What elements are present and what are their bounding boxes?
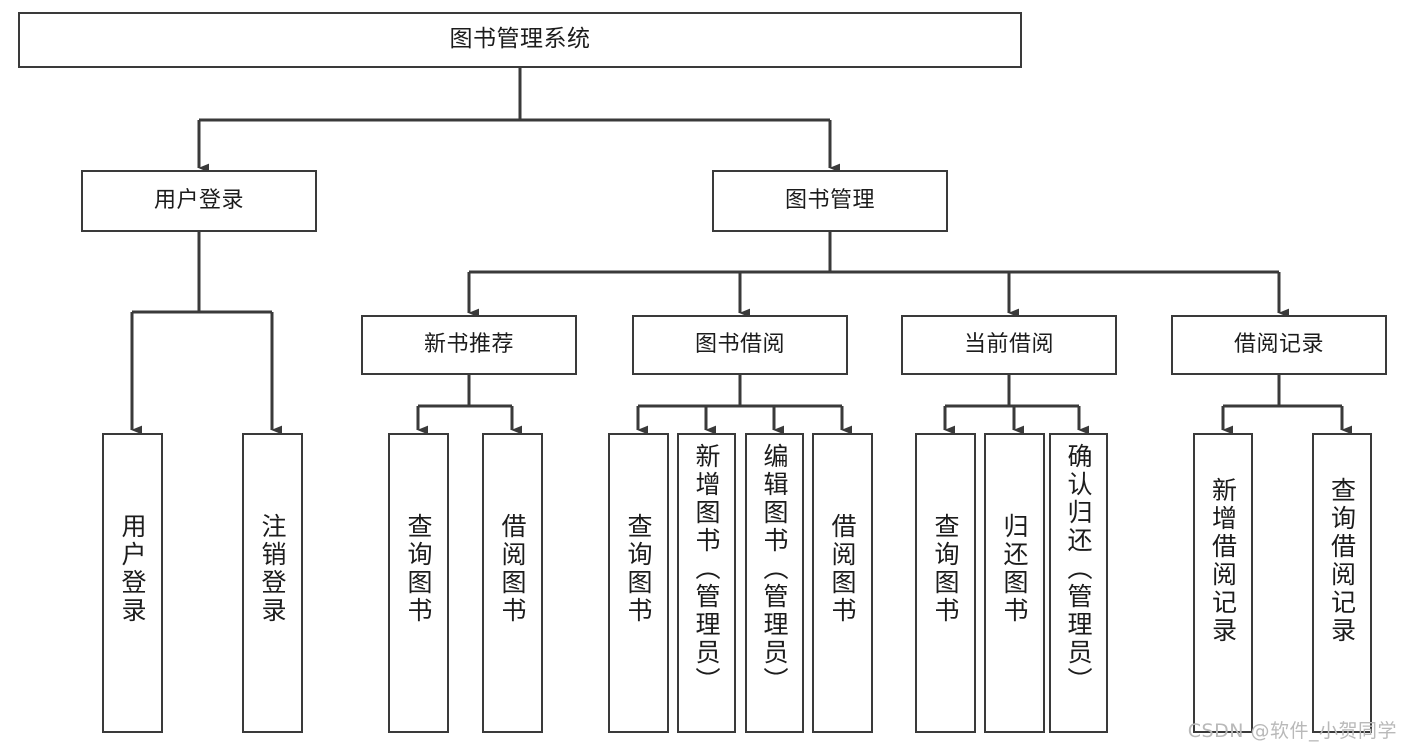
node-label: 查询图书 [931,513,960,625]
node-label: 借阅图书 [498,513,527,625]
node-leaf-borrow-book-nb[interactable]: 借阅图书 [482,433,543,733]
node-leaf-user-login[interactable]: 用户登录 [102,433,163,733]
node-label: 借阅记录 [1233,332,1324,358]
node-label: 编辑图书（管理员） [760,443,789,695]
node-label: 借阅图书 [828,513,857,625]
node-new-book-recommend[interactable]: 新书推荐 [361,315,577,375]
node-leaf-add-book-admin[interactable]: 新增图书（管理员） [677,433,736,733]
node-label: 新增图书（管理员） [692,443,721,695]
node-leaf-add-borrow-record[interactable]: 新增借阅记录 [1193,433,1253,733]
node-label: 新书推荐 [423,332,514,358]
node-label: 图书管理 [784,188,875,214]
node-label: 注销登录 [258,513,287,625]
node-user-login[interactable]: 用户登录 [81,170,317,232]
node-label: 当前借阅 [963,332,1054,358]
node-leaf-query-book-cb[interactable]: 查询图书 [915,433,976,733]
node-label: 图书管理系统 [449,26,591,53]
node-leaf-query-book-bb[interactable]: 查询图书 [608,433,669,733]
node-borrow-record[interactable]: 借阅记录 [1171,315,1387,375]
node-label: 归还图书 [1000,513,1029,625]
node-label: 用户登录 [153,188,244,214]
node-label: 查询图书 [404,513,433,625]
node-leaf-edit-book-admin[interactable]: 编辑图书（管理员） [745,433,804,733]
node-label: 确认归还（管理员） [1064,443,1093,695]
node-label: 用户登录 [118,513,147,625]
node-label: 图书借阅 [694,332,785,358]
node-leaf-return-book[interactable]: 归还图书 [984,433,1045,733]
node-root-system[interactable]: 图书管理系统 [18,12,1022,68]
node-label: 查询借阅记录 [1327,477,1357,645]
node-book-management[interactable]: 图书管理 [712,170,948,232]
node-leaf-confirm-return-admin[interactable]: 确认归还（管理员） [1049,433,1108,733]
node-label: 新增借阅记录 [1208,477,1238,645]
node-leaf-query-borrow-record[interactable]: 查询借阅记录 [1312,433,1372,733]
node-current-borrow[interactable]: 当前借阅 [901,315,1117,375]
node-leaf-borrow-book-bb[interactable]: 借阅图书 [812,433,873,733]
node-leaf-query-book-nb[interactable]: 查询图书 [388,433,449,733]
node-leaf-logout[interactable]: 注销登录 [242,433,303,733]
node-book-borrow[interactable]: 图书借阅 [632,315,848,375]
node-label: 查询图书 [624,513,653,625]
